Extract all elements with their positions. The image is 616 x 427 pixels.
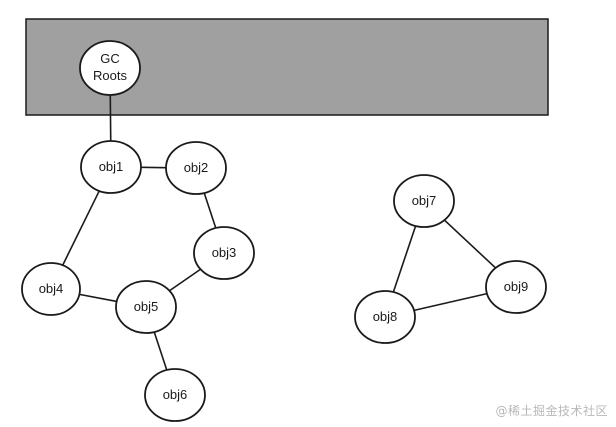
node-obj2-label: obj2	[184, 160, 209, 175]
node-obj6-label: obj6	[163, 387, 188, 402]
node-obj4-label: obj4	[39, 281, 64, 296]
node-obj4-ellipse	[21, 262, 81, 316]
node-obj5-ellipse	[115, 280, 177, 334]
edge-obj2-obj3	[203, 192, 217, 229]
node-obj5-label: obj5	[134, 299, 159, 314]
node-obj8: obj8	[354, 290, 416, 344]
watermark: @稀土掘金技术社区	[495, 404, 608, 418]
edge-obj7-obj8	[392, 225, 417, 293]
node-obj7: obj7	[393, 174, 455, 228]
node-obj7-ellipse	[393, 174, 455, 228]
node-obj3-label: obj3	[212, 245, 237, 260]
node-obj2: obj2	[165, 141, 227, 195]
edges-layer	[61, 94, 497, 371]
node-obj9: obj9	[485, 260, 547, 314]
node-obj4: obj4	[21, 262, 81, 316]
gc-roots-ellipse	[79, 40, 141, 96]
node-obj9-label: obj9	[504, 279, 529, 294]
gc-roots-label-line2: Roots	[93, 68, 127, 83]
node-obj3-ellipse	[193, 226, 255, 280]
edge-obj5-obj6	[153, 331, 168, 371]
edge-obj8-obj9	[413, 292, 488, 312]
edge-obj1-obj4	[61, 190, 100, 266]
edge-obj4-obj5	[79, 293, 117, 303]
node-obj8-ellipse	[354, 290, 416, 344]
node-obj1-label: obj1	[99, 159, 124, 174]
node-obj9-ellipse	[485, 260, 547, 314]
gc-roots-label-line1: GC	[100, 51, 120, 66]
node-obj3: obj3	[193, 226, 255, 280]
node-obj1: obj1	[80, 140, 142, 194]
node-obj7-label: obj7	[412, 193, 437, 208]
node-obj6: obj6	[144, 368, 206, 422]
node-obj1-ellipse	[80, 140, 142, 194]
node-obj5: obj5	[115, 280, 177, 334]
edge-obj7-obj9	[443, 219, 497, 269]
node-obj8-label: obj8	[373, 309, 398, 324]
node-obj2-ellipse	[165, 141, 227, 195]
node-obj6-ellipse	[144, 368, 206, 422]
gc-roots-node: GC Roots	[79, 40, 141, 96]
edge-obj3-obj5	[168, 268, 202, 292]
